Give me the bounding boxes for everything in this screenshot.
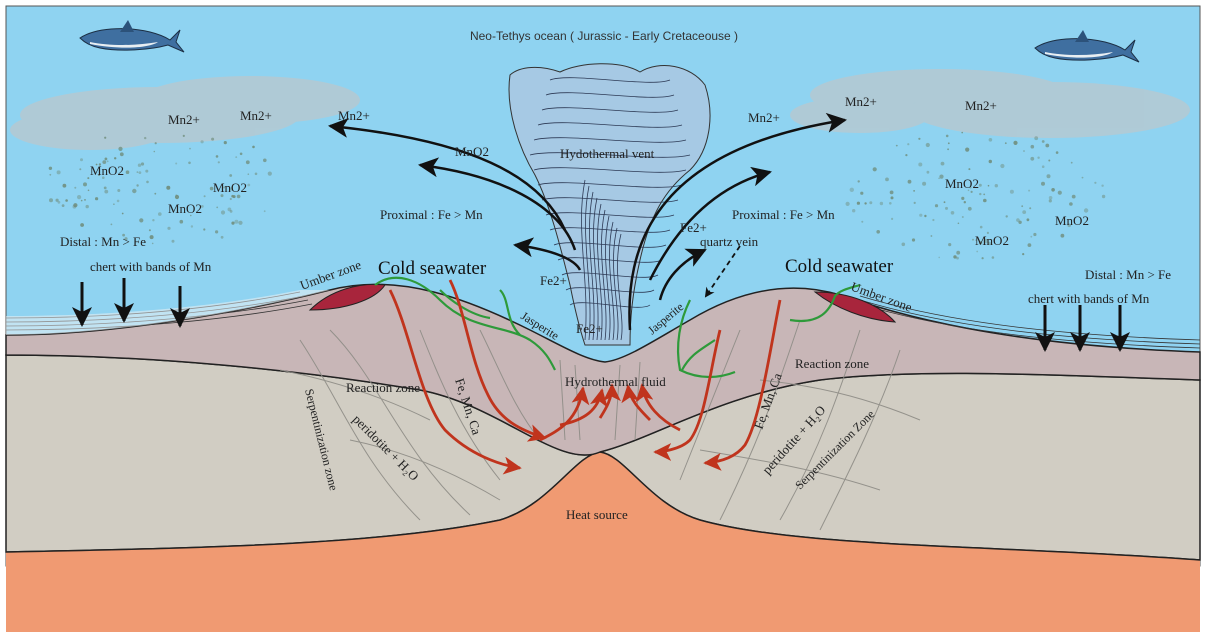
label-vent: Hydothermal vent	[560, 146, 655, 161]
label-distal-left: Distal : Mn > Fe	[60, 234, 146, 249]
label-mno2-left-2: MnO2	[213, 180, 247, 195]
label-mno2-arrow-left: MnO2	[455, 144, 489, 159]
label-fe2-right: Fe2+	[680, 220, 707, 235]
label-chert-right: chert with bands of Mn	[1028, 291, 1150, 306]
label-reaction-zone-right: Reaction zone	[795, 356, 869, 371]
label-mn2-arrow-left: Mn2+	[338, 108, 370, 123]
label-fe2-left: Fe2+	[540, 273, 567, 288]
label-hydrothermal-fluid: Hydrothermal fluid	[565, 374, 666, 389]
label-heat-source: Heat source	[566, 507, 628, 522]
label-cold-seawater-right: Cold seawater	[785, 256, 894, 277]
label-proximal-right: Proximal : Fe > Mn	[732, 207, 835, 222]
label-chert-left: chert with bands of Mn	[90, 259, 212, 274]
label-mno2-left-1: MnO2	[90, 163, 124, 178]
label-fe2-center: Fe2+	[576, 321, 603, 336]
label-quartz-vein: quartz vein	[700, 234, 759, 249]
label-mno2-right-1: MnO2	[945, 176, 979, 191]
label-mno2-right-2: MnO2	[1055, 213, 1089, 228]
label-mn2-right-2: Mn2+	[965, 98, 997, 113]
label-reaction-zone-left: Reaction zone	[346, 380, 420, 395]
label-mn2-left-2: Mn2+	[240, 108, 272, 123]
label-mn2-left-1: Mn2+	[168, 112, 200, 127]
diagram-title: Neo-Tethys ocean ( Jurassic - Early Cret…	[470, 29, 738, 43]
label-mno2-left-3: MnO2	[168, 201, 202, 216]
label-distal-right: Distal : Mn > Fe	[1085, 267, 1171, 282]
label-cold-seawater-left: Cold seawater	[378, 258, 487, 279]
label-mn2-right-1: Mn2+	[845, 94, 877, 109]
label-proximal-left: Proximal : Fe > Mn	[380, 207, 483, 222]
label-mn2-arrow-right: Mn2+	[748, 110, 780, 125]
label-mno2-right-3: MnO2	[975, 233, 1009, 248]
